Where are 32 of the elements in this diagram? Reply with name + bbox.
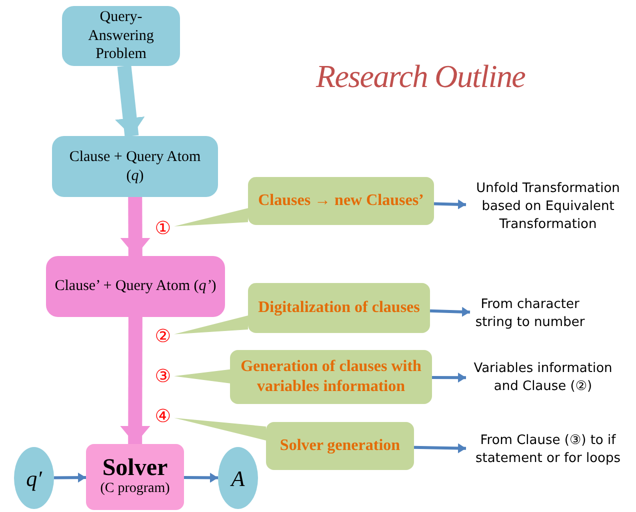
callout-tail [174,208,248,226]
callout-tail [174,315,248,334]
step-number: ④ [152,404,174,428]
block-arrow [114,65,145,137]
callout-tail [174,418,266,440]
arrow [184,472,218,483]
oval-node: q′ [14,447,54,509]
note-text: From Clause (③) to if statement or for loops [466,427,630,473]
arrow [434,199,466,210]
arrow [430,306,470,317]
arrow [432,372,466,383]
callout-box: Solver generation [266,422,414,470]
note-text: Unfold Transformation based on Equivalent Transformation [466,174,630,240]
callout-box: Clauses → new Clauses’ [248,177,434,225]
solver-box: Solver (C program) [86,444,184,510]
step-number: ② [152,324,174,348]
arrow [414,443,466,454]
step-number: ① [152,216,174,240]
step-number: ③ [152,364,174,388]
block-arrow [120,316,150,444]
arrow [54,472,86,483]
callout-box: Generation of clauses with variables information [230,350,432,404]
title: Research Outline [316,57,526,96]
note-text: Variables information and Clause (②) [466,356,620,400]
process-box: Clause’ + Query Atom (q’) [46,256,225,317]
note-text: From character string to number [470,292,590,336]
block-arrow [120,196,150,256]
callout-tail [174,369,230,384]
callout-box: Digitalization of clauses [248,283,430,333]
process-box: Clause + Query Atom (q) [52,136,218,197]
process-box: Query-Answering Problem [62,6,180,66]
oval-node: A [218,447,258,509]
